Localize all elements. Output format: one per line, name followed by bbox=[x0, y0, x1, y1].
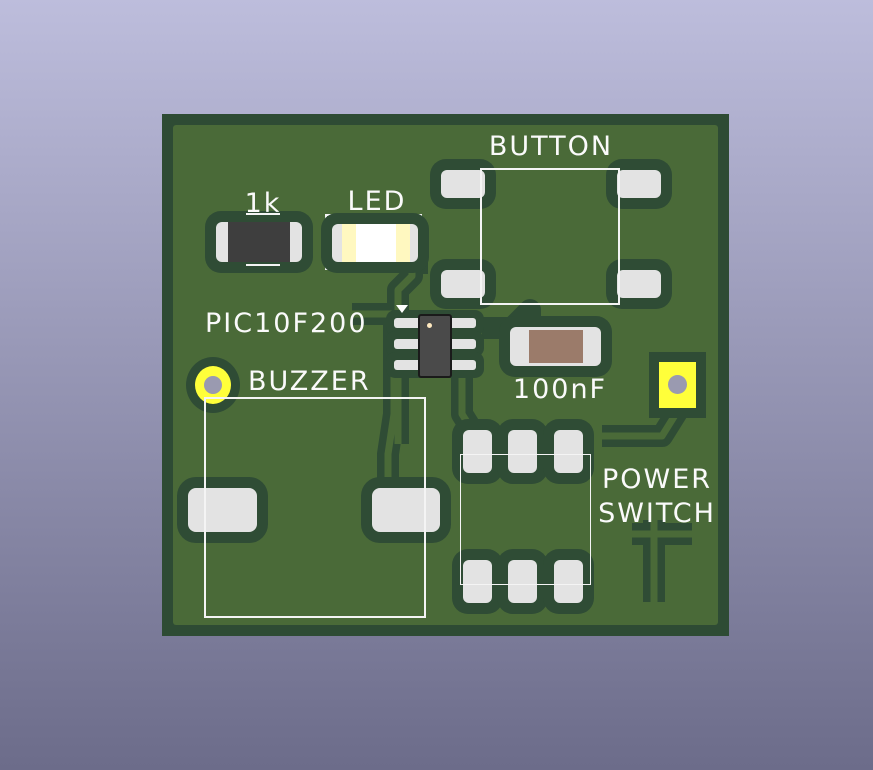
pin1-marker-icon bbox=[396, 305, 408, 313]
silk-line bbox=[246, 264, 280, 266]
led[interactable] bbox=[332, 224, 418, 262]
button-pad[interactable] bbox=[617, 170, 661, 198]
capacitor-body bbox=[529, 330, 583, 363]
button-pad[interactable] bbox=[441, 170, 485, 198]
switch-label-line2: SWITCH bbox=[598, 498, 716, 529]
switch-pad[interactable] bbox=[508, 560, 537, 603]
mcu-label: PIC10F200 bbox=[205, 308, 368, 339]
switch-pad[interactable] bbox=[554, 430, 583, 473]
buzzer-pad[interactable] bbox=[372, 488, 440, 532]
pic10f200-ic[interactable] bbox=[418, 314, 452, 378]
buzzer-outline bbox=[204, 397, 426, 618]
switch-pad[interactable] bbox=[463, 560, 492, 603]
led-terminal bbox=[396, 224, 410, 262]
switch-pad[interactable] bbox=[463, 430, 492, 473]
capacitor-label: 100nF bbox=[512, 374, 608, 405]
power-pad[interactable] bbox=[659, 362, 696, 408]
capacitor-100nf[interactable] bbox=[510, 327, 601, 366]
drill-hole bbox=[668, 375, 687, 394]
resistor-1k[interactable] bbox=[216, 222, 302, 262]
switch-pad[interactable] bbox=[508, 430, 537, 473]
resistor-label: 1k bbox=[244, 188, 282, 219]
led-outline bbox=[325, 214, 422, 270]
button-label: BUTTON bbox=[488, 131, 614, 162]
drill-hole bbox=[204, 376, 222, 394]
buzzer-pad[interactable] bbox=[188, 488, 257, 532]
switch-pad[interactable] bbox=[554, 560, 583, 603]
resistor-body bbox=[228, 222, 290, 262]
switch-outline bbox=[460, 454, 591, 585]
button-pad[interactable] bbox=[441, 270, 485, 298]
buzzer-label: BUZZER bbox=[248, 366, 371, 397]
switch-label-line1: POWER bbox=[601, 464, 713, 495]
silk-line bbox=[246, 213, 280, 215]
led-label: LED bbox=[347, 186, 407, 217]
button-outline bbox=[480, 168, 620, 305]
button-pad[interactable] bbox=[617, 270, 661, 298]
led-body bbox=[356, 224, 396, 262]
led-terminal bbox=[342, 224, 356, 262]
pin1-dot bbox=[427, 323, 432, 328]
